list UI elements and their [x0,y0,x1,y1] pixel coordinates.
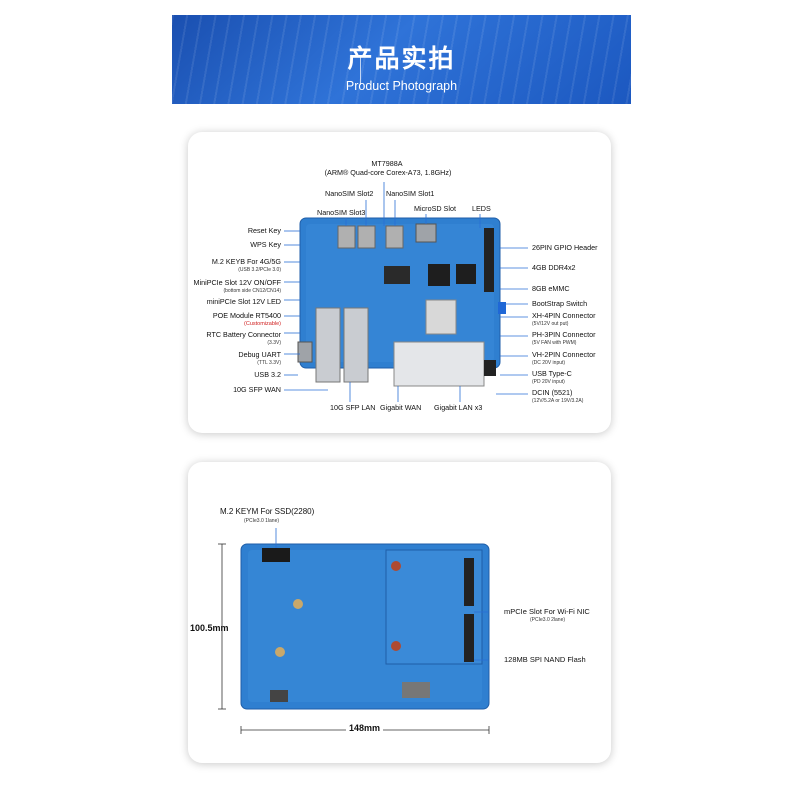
gpio-header-icon [484,228,494,292]
header-banner: 产品实拍 Product Photograph [172,15,631,104]
nanosim1-label: NanoSIM Slot1 [386,189,435,198]
gigabit-wan-label: Gigabit WAN [380,403,422,412]
mpcie-label: mPCIe Slot For Wi-Fi NIC (PCIe3.0 2lane) [504,607,590,623]
soc-desc-label: (ARM® Quad-core Corex-A73, 1.8GHz) [324,168,452,177]
nanosim3-label: NanoSIM Slot3 [317,208,366,217]
bottom-view-illustration [218,528,490,734]
m2-keym-sub-label: (PCIe3.0 1lane) [244,518,280,524]
usb-port-icon [297,341,313,363]
ddr-chip-2-icon [456,264,476,284]
m2-keym-label: M.2 KEYM For SSD(2280) [220,507,315,516]
minipcie-onoff-label: MiniPCIe Slot 12V ON/OFF (bottom side CN… [193,278,281,294]
banner-title-en: Product Photograph [345,79,458,93]
nanosim-slot-2-icon [357,225,376,249]
bootstrap-label: BootStrap Switch [532,299,588,308]
callout-leaders [275,528,488,661]
banner-divider [360,57,361,85]
xh4pin-label: XH-4PIN Connector (5V/12V out put) [532,311,596,327]
gigabit-lan-label: Gigabit LAN x3 [434,403,483,412]
standoff-icon [391,561,401,571]
microsd-slot-icon [415,223,437,243]
dcin-label: DCIN (5521) (12V/5.2A or 19V/3.2A) [532,388,584,404]
banner-title-cn: 产品实拍 [347,44,456,73]
rtc-label: RTC Battery Connector (3.3V) [206,330,281,346]
microsd-label: MicroSD Slot [414,204,456,213]
usb32-label: USB 3.2 [254,370,281,379]
wps-key-label: WPS Key [250,240,281,249]
sfp-lan-label: 10G SFP LAN [330,403,376,412]
m2-keym-slot-icon [262,548,290,562]
nanosim2-label: NanoSIM Slot2 [325,189,374,198]
bootstrap-switch-icon [498,302,506,314]
emmc-chip-icon [384,266,410,284]
vh2pin-label: VH-2PIN Connector (DC 20V input) [532,350,596,366]
ddr-chip-icon [428,264,450,286]
sfp-cage-2-icon [343,307,369,383]
standoff-icon [293,599,303,609]
dc-jack-icon [484,360,496,376]
m2-keyb-label: M.2 KEYB For 4G/5G (USB 3.2/PCIe 3.0) [211,257,281,273]
minipcie-led-label: miniPCIe Slot 12V LED [206,297,281,306]
gpio-header-label: 26PIN GPIO Header [532,243,598,252]
top-view-card: MT7988A (ARM® Quad-core Corex-A73, 1.8GH… [188,132,611,433]
bottom-connector-icon [402,682,430,698]
sfp-cage-1-icon [315,307,341,383]
soc-heatspreader-icon [425,299,457,335]
ddr-label: 4GB DDR4x2 [532,263,576,272]
banner-background-pattern [172,15,631,104]
callout-leaders [284,182,528,402]
ph3pin-label: PH-3PIN Connector (5V FAN with PWM) [532,330,596,346]
sfp-wan-label: 10G SFP WAN [233,385,281,394]
poe-label: POE Module RT5400 (Customizable) [212,311,281,327]
top-view-illustration [284,182,528,402]
standoff-icon [275,647,285,657]
debug-uart-label: Debug UART (TTL 3.3V) [238,350,281,366]
standoff-icon [391,641,401,651]
leds-label: LEDS [472,204,491,213]
emmc-label: 8GB eMMC [532,284,570,293]
bottom-view-card: M.2 KEYM For SSD(2280) (PCIe3.0 1lane) 1… [188,462,611,763]
usbc-label: USB Type-C (PD 20V input) [532,369,572,385]
bottom-connector-icon [270,690,288,702]
soc-title-label: MT7988A [371,159,403,168]
nanosim-slot-1-icon [385,225,404,249]
rj45-block-icon [393,341,485,387]
height-dimension: 100.5mm [190,623,229,633]
spi-nand-label: 128MB SPI NAND Flash [504,655,586,664]
mpcie-slot-2-icon [464,614,474,662]
nanosim-slot-3-icon [337,225,356,249]
mpcie-slot-1-icon [464,558,474,606]
width-dimension: 148mm [346,723,384,733]
reset-key-label: Reset Key [247,226,281,235]
